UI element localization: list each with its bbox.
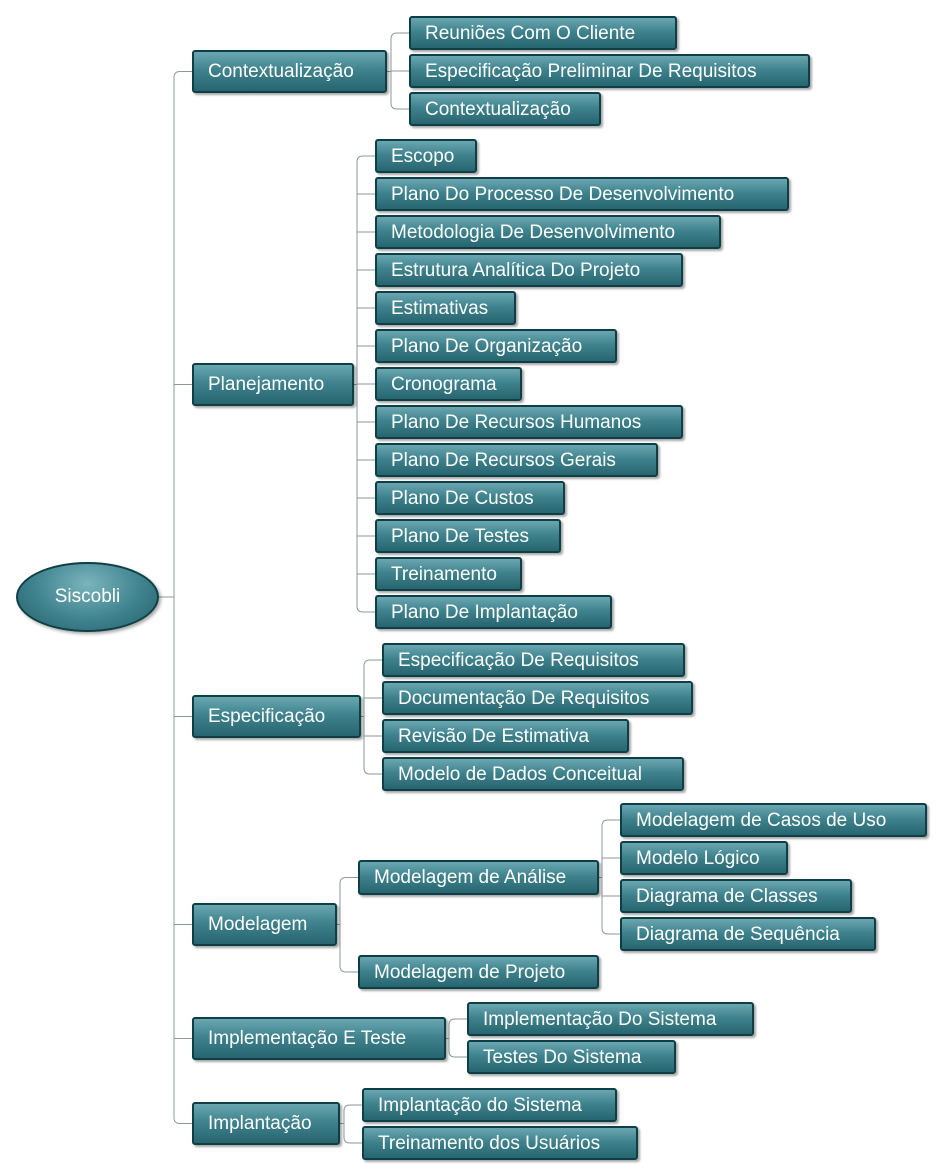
leaf-modelo-logico[interactable]: Modelo Lógico (620, 841, 788, 875)
leaf-treinamento-dos-usuarios[interactable]: Treinamento dos Usuários (362, 1126, 638, 1160)
leaf-metodologia[interactable]: Metodologia De Desenvolvimento (375, 215, 721, 249)
connector-especificacao (361, 659, 382, 775)
leaf-estrutura-analitica[interactable]: Estrutura Analítica Do Projeto (375, 253, 683, 287)
leaf-modelo-de-dados-conceitual[interactable]: Modelo de Dados Conceitual (382, 757, 684, 791)
leaf-especificacao-preliminar[interactable]: Especificação Preliminar De Requisitos (409, 54, 810, 88)
root-node[interactable]: Siscobli (16, 562, 159, 632)
leaf-plano-de-recursos-gerais[interactable]: Plano De Recursos Gerais (375, 443, 658, 477)
leaf-reunioes-com-o-cliente[interactable]: Reuniões Com O Cliente (409, 16, 677, 50)
leaf-plano-de-recursos-humanos[interactable]: Plano De Recursos Humanos (375, 405, 683, 439)
leaf-testes-do-sistema[interactable]: Testes Do Sistema (467, 1040, 676, 1074)
connector-implantacao (340, 1104, 362, 1144)
leaf-documentacao-de-requisitos[interactable]: Documentação De Requisitos (382, 681, 693, 715)
leaf-plano-de-testes[interactable]: Plano De Testes (375, 519, 561, 553)
leaf-diagrama-de-sequencia[interactable]: Diagrama de Sequência (620, 917, 876, 951)
leaf-contextualizacao[interactable]: Contextualização (409, 92, 601, 126)
leaf-especificacao-de-requisitos[interactable]: Especificação De Requisitos (382, 643, 685, 677)
branch-implementacao-e-teste[interactable]: Implementação E Teste (192, 1017, 446, 1060)
connector-implementacao-e-teste (446, 1018, 467, 1058)
leaf-implementacao-do-sistema[interactable]: Implementação Do Sistema (467, 1002, 754, 1036)
connector-modelagem-de-analise (599, 819, 620, 935)
leaf-plano-de-custos[interactable]: Plano De Custos (375, 481, 565, 515)
branch-implantacao[interactable]: Implantação (192, 1102, 340, 1145)
connector-planejamento (354, 155, 375, 613)
leaf-escopo[interactable]: Escopo (375, 139, 477, 173)
leaf-estimativas[interactable]: Estimativas (375, 291, 516, 325)
branch-modelagem[interactable]: Modelagem (192, 903, 337, 946)
leaf-plano-de-organizacao[interactable]: Plano De Organização (375, 329, 617, 363)
leaf-treinamento[interactable]: Treinamento (375, 557, 522, 591)
subbranch-modelagem-de-analise[interactable]: Modelagem de Análise (358, 860, 599, 895)
branch-planejamento[interactable]: Planejamento (192, 363, 354, 406)
leaf-modelagem-de-casos-de-uso[interactable]: Modelagem de Casos de Uso (620, 803, 927, 837)
leaf-cronograma[interactable]: Cronograma (375, 367, 522, 401)
branch-contextualizacao[interactable]: Contextualização (192, 50, 387, 93)
connector-contextualizacao (387, 32, 409, 110)
leaf-diagrama-de-classes[interactable]: Diagrama de Classes (620, 879, 852, 913)
connector-root (159, 71, 192, 1124)
leaf-plano-de-implantacao[interactable]: Plano De Implantação (375, 595, 612, 629)
connector-modelagem (337, 877, 358, 973)
leaf-implantacao-do-sistema[interactable]: Implantação do Sistema (362, 1088, 617, 1122)
leaf-plano-do-processo[interactable]: Plano Do Processo De Desenvolvimento (375, 177, 789, 211)
leaf-revisao-de-estimativa[interactable]: Revisão De Estimativa (382, 719, 629, 753)
branch-especificacao[interactable]: Especificação (192, 695, 361, 738)
subbranch-modelagem-de-projeto[interactable]: Modelagem de Projeto (358, 955, 599, 989)
